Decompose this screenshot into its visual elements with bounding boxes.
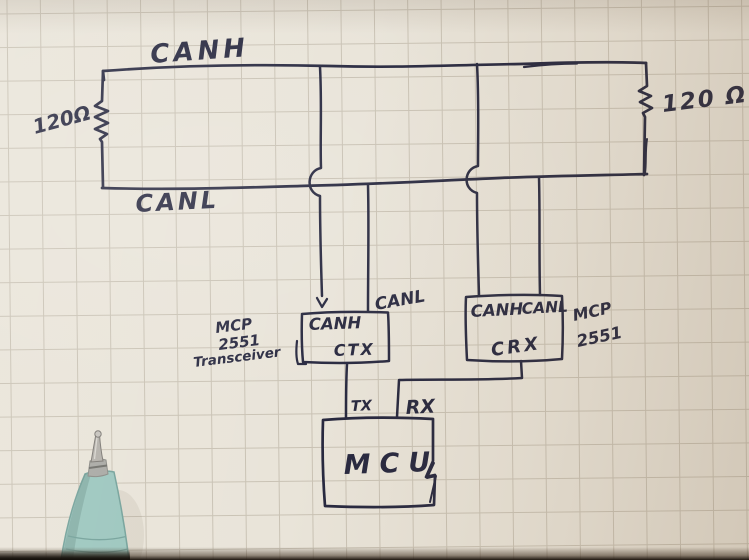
- left-resistor-zigzag: [93, 69, 110, 189]
- crx-pin-label: CRX: [490, 333, 542, 361]
- rx-pin-label: RX: [405, 395, 437, 419]
- right-chip-name-label: MCP: [571, 298, 614, 325]
- crx-canl-pin-label: CANL: [521, 298, 568, 318]
- left-chip-annotation: MCP 2551 Transceiver: [193, 315, 283, 371]
- right-chip-number-label: 2551: [575, 323, 624, 351]
- canh-stub-to-crx: [465, 62, 481, 297]
- stub-wires: [308, 62, 542, 313]
- crx-canh-pin-label: CANH: [470, 299, 524, 321]
- mcu-corner-scribble: [426, 462, 437, 503]
- mcu-box-outline: [321, 416, 437, 509]
- canh-bus-retrace-stroke: [522, 62, 579, 69]
- rx-wire: [395, 359, 524, 419]
- crx-box-outline: [464, 293, 564, 363]
- right-chip-annotation: MCP 2551: [571, 298, 624, 351]
- canl-stub-to-crx: [537, 175, 542, 297]
- mcu-box: [321, 416, 437, 509]
- canh-bus-label: CANH: [149, 33, 250, 70]
- pen-collar-band: [88, 464, 108, 469]
- right-resistor-retrace-stroke: [644, 138, 648, 174]
- tx-wire: [344, 362, 349, 419]
- tx-pin-label: TX: [351, 398, 373, 415]
- pen-ballpoint: [94, 430, 102, 438]
- mcu-wires: [344, 359, 524, 419]
- canl-bus-line: [100, 172, 649, 191]
- pen-body-shading: [62, 474, 91, 560]
- canl-bus-label: CANL: [135, 186, 220, 218]
- right-termination-resistor: [637, 61, 654, 177]
- right-resistor-zigzag: [637, 61, 654, 177]
- ctx-transceiver-box: [295, 310, 391, 366]
- mcu-label: MCU: [343, 447, 440, 481]
- ctx-box-outline: [300, 310, 391, 365]
- canh-stub-arrowhead: [315, 296, 329, 309]
- pen-metal-tip: [90, 433, 104, 463]
- crx-transceiver-box: [464, 293, 564, 363]
- left-chip-name-label: MCP: [214, 315, 253, 337]
- pen-tip-highlight: [93, 436, 98, 460]
- ctx-box-corner-retrace: [295, 339, 308, 366]
- ctx-pin-label: CTX: [333, 340, 375, 360]
- left-termination-resistor: [93, 69, 110, 189]
- pen: [60, 430, 144, 560]
- right-resistor-value-label: 120 Ω: [661, 82, 749, 118]
- ctx-canh-pin-label: CANH: [308, 313, 361, 334]
- canh-stub-to-ctx: [308, 65, 324, 298]
- left-chip-number-label: 2551: [217, 331, 261, 354]
- left-resistor-value-label: 120Ω: [30, 100, 93, 138]
- ctx-canl-wire-label: CANL: [373, 286, 426, 315]
- can-bus-wires: [100, 60, 649, 191]
